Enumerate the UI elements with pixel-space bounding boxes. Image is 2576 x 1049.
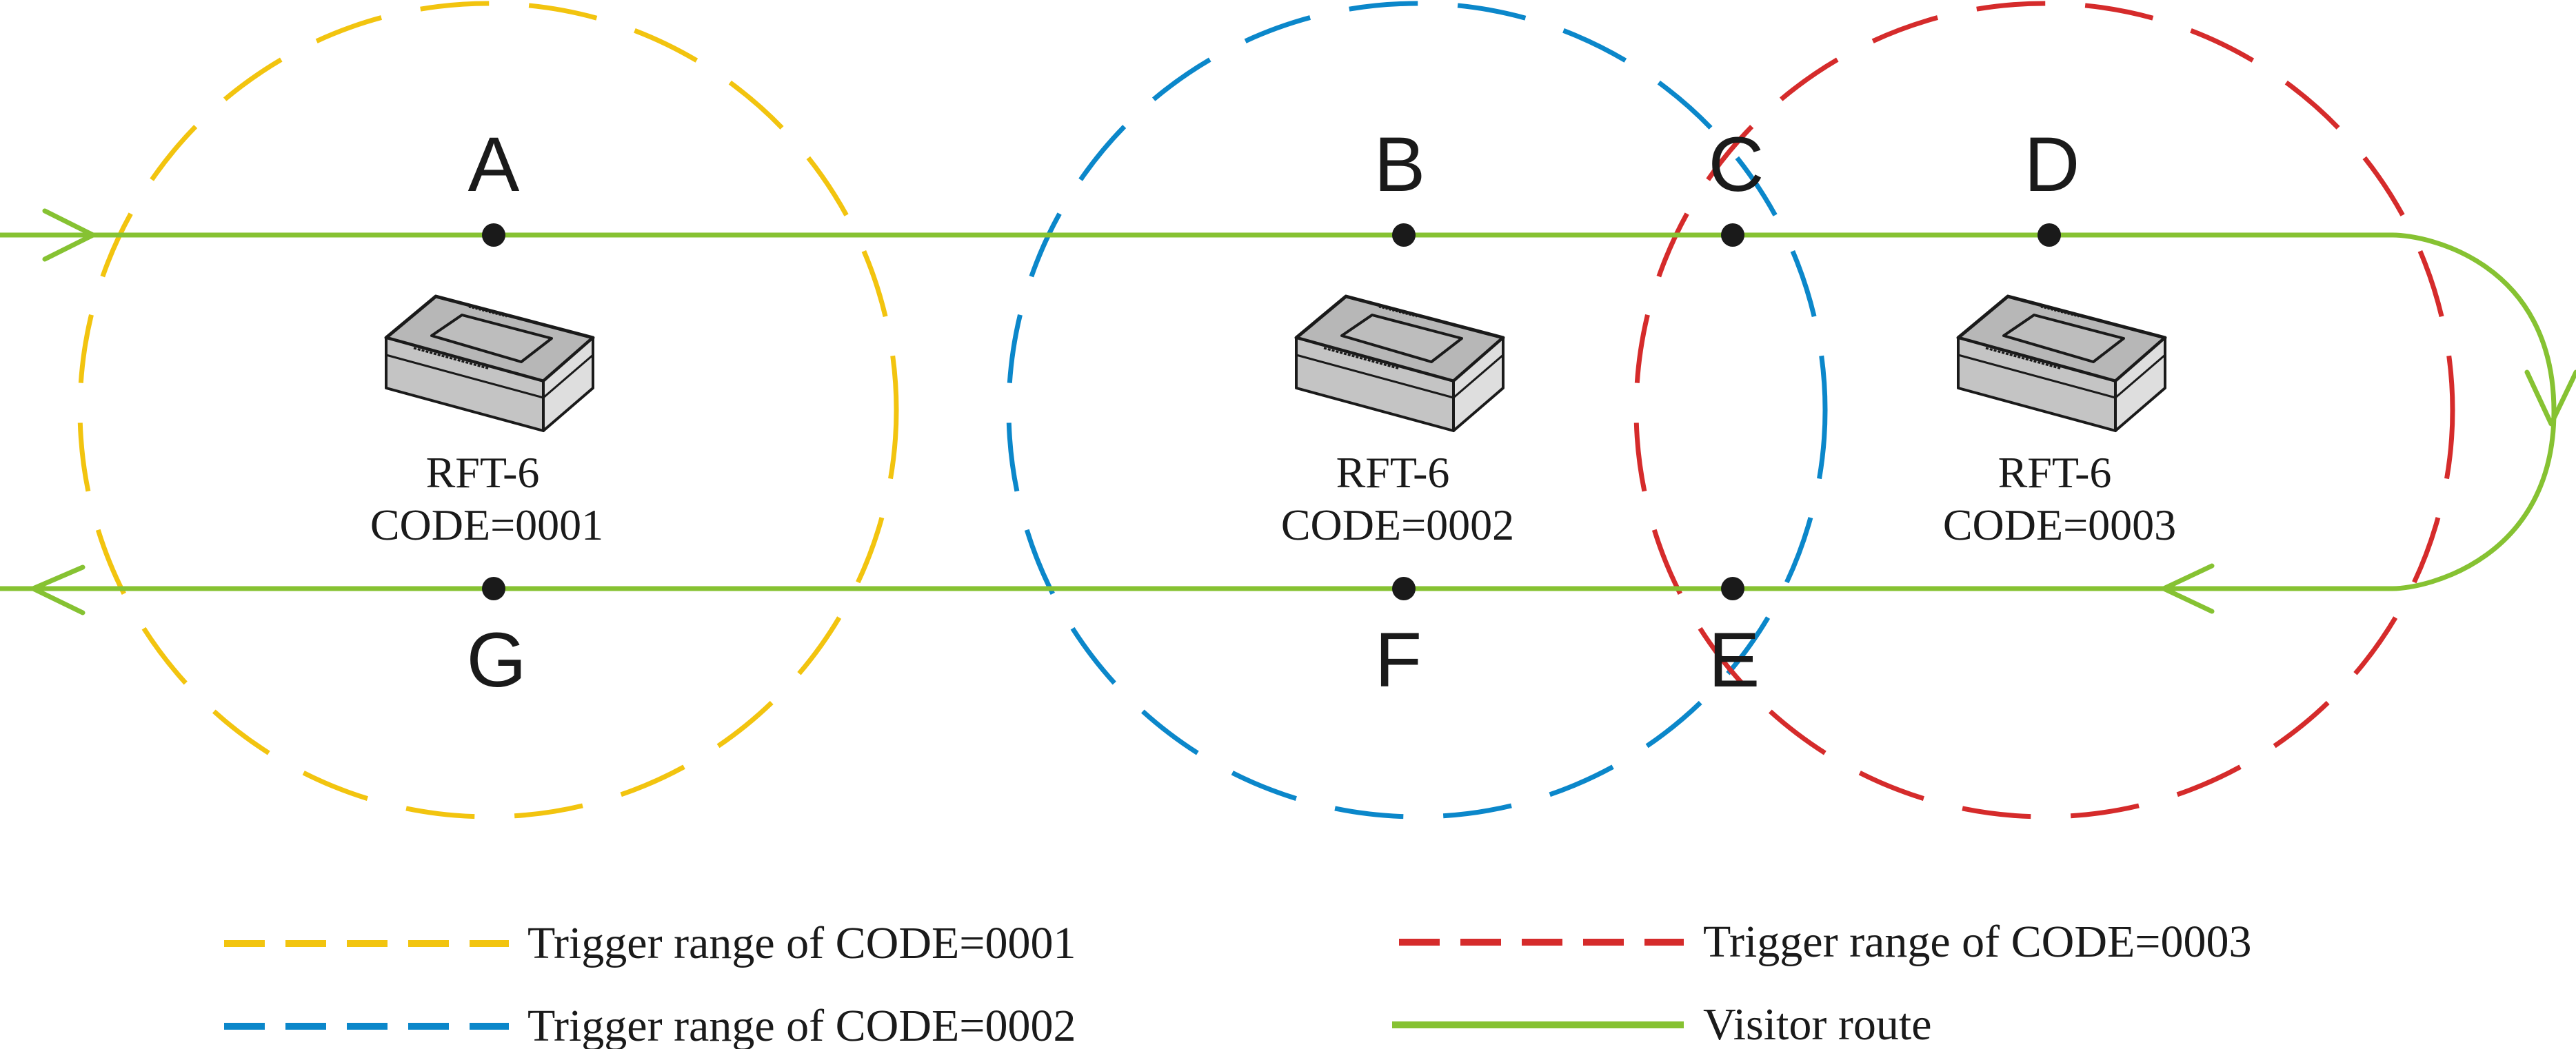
legend-label: Trigger range of CODE=0003 bbox=[1703, 917, 2252, 967]
arrow-right-icon bbox=[42, 208, 96, 262]
device-code-label: CODE=0003 bbox=[1943, 500, 2176, 549]
point-e-marker bbox=[1721, 577, 1744, 600]
point-c-marker bbox=[1721, 223, 1744, 247]
device-rft6-0002: RFT-6 CODE=0002 bbox=[1281, 296, 1514, 549]
legend-item-range-0003: Trigger range of CODE=0003 bbox=[1399, 917, 2252, 967]
rfid-trigger-device-icon bbox=[1296, 296, 1503, 431]
device-model-label: RFT-6 bbox=[1998, 448, 2112, 497]
device-model-label: RFT-6 bbox=[1336, 448, 1450, 497]
point-e-label: E bbox=[1709, 617, 1760, 703]
legend: Trigger range of CODE=0001 Trigger range… bbox=[224, 917, 2252, 1049]
point-f-marker bbox=[1392, 577, 1416, 600]
device-code-label: CODE=0001 bbox=[370, 500, 603, 549]
device-code-label: CODE=0002 bbox=[1281, 500, 1514, 549]
rfid-trigger-device-icon bbox=[386, 296, 593, 431]
trigger-range-0001 bbox=[77, 1, 899, 819]
device-rft6-0003: RFT-6 CODE=0003 bbox=[1943, 296, 2176, 549]
point-a-marker bbox=[482, 223, 505, 247]
legend-item-range-0001: Trigger range of CODE=0001 bbox=[224, 918, 1076, 968]
point-f-label: F bbox=[1375, 617, 1422, 703]
arrow-left-icon bbox=[30, 564, 85, 615]
point-g-marker bbox=[482, 577, 505, 600]
point-b-marker bbox=[1392, 223, 1416, 247]
device-model-label: RFT-6 bbox=[426, 448, 540, 497]
point-a-label: A bbox=[468, 121, 520, 207]
legend-label: Visitor route bbox=[1703, 999, 1931, 1049]
arrow-left-icon bbox=[2161, 563, 2215, 614]
visitor-route bbox=[0, 208, 2576, 615]
visitor-route-path bbox=[0, 232, 2557, 591]
trigger-range-0002 bbox=[1006, 1, 1828, 819]
point-d-label: D bbox=[2024, 121, 2080, 207]
legend-label: Trigger range of CODE=0002 bbox=[527, 1001, 1076, 1049]
rfid-trigger-device-icon bbox=[1958, 296, 2165, 431]
legend-label: Trigger range of CODE=0001 bbox=[527, 918, 1076, 968]
legend-item-visitor-route: Visitor route bbox=[1392, 999, 1931, 1049]
trigger-range-0003 bbox=[1633, 1, 2455, 819]
point-g-label: G bbox=[466, 617, 526, 703]
trigger-ranges bbox=[77, 1, 2455, 819]
legend-item-range-0002: Trigger range of CODE=0002 bbox=[224, 1001, 1076, 1049]
point-c-label: C bbox=[1709, 121, 1764, 207]
device-rft6-0001: RFT-6 CODE=0001 bbox=[370, 296, 603, 549]
route-points: A B C D G F E bbox=[466, 121, 2080, 703]
point-b-label: B bbox=[1374, 121, 1426, 207]
point-d-marker bbox=[2037, 223, 2061, 247]
arrow-down-icon bbox=[2524, 369, 2576, 427]
